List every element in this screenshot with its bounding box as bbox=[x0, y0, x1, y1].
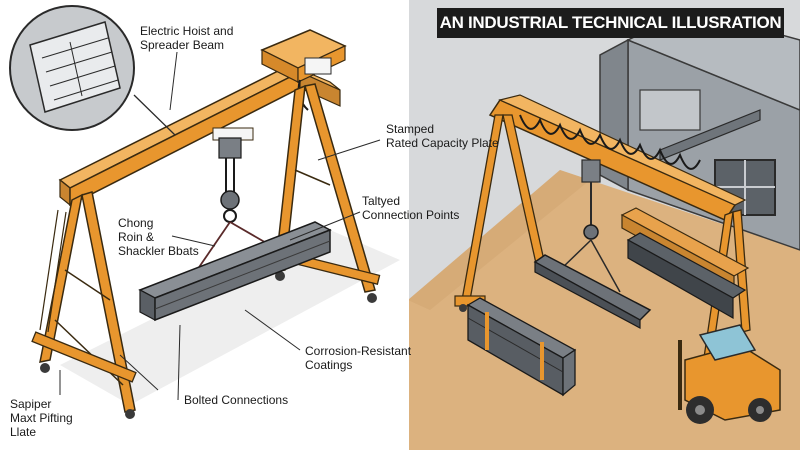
callout-text-line: Stamped bbox=[386, 122, 435, 136]
forklift bbox=[678, 324, 781, 424]
callout-rated-capacity-plate: Stamped Rated Capacity Plate bbox=[386, 122, 499, 150]
left-panel-scene bbox=[9, 5, 400, 419]
callout-text-line: Bolted Connections bbox=[184, 393, 289, 407]
callout-text-line: Roin & bbox=[118, 230, 155, 244]
right-panel-scene bbox=[408, 0, 800, 450]
callout-text-line: Shackler Bbats bbox=[118, 244, 199, 258]
callout-text-line: Taltyed bbox=[362, 194, 401, 208]
callout-corrosion-resistant-coatings: Corrosion-Resistant Coatings bbox=[305, 344, 411, 372]
steel-beam-load bbox=[138, 221, 332, 322]
callout-leader-lines bbox=[59, 51, 381, 401]
hoist-trolley bbox=[260, 29, 347, 111]
rated-capacity-plate-inset bbox=[9, 5, 176, 136]
callout-electric-hoist: Electric Hoist and Spreader Beam bbox=[140, 24, 233, 52]
callout-text-line: Spreader Beam bbox=[140, 38, 225, 52]
callout-bolted-connections: Bolted Connections bbox=[184, 393, 288, 407]
callout-text-line: Connection Points bbox=[362, 208, 460, 222]
callout-text-line: Corrosion-Resistant bbox=[305, 344, 412, 358]
callout-text-line: Maxt Pifting bbox=[10, 411, 73, 425]
callout-text-line: Llate bbox=[10, 425, 37, 439]
illustration-title-banner: AN INDUSTRIAL TECHNICAL ILLUSRATION bbox=[437, 8, 784, 38]
callout-connection-points: Taltyed Connection Points bbox=[362, 194, 459, 222]
callout-text-line: Electric Hoist and bbox=[140, 24, 234, 38]
right-gantry-crane bbox=[454, 94, 751, 406]
steel-beam-stack bbox=[466, 207, 750, 397]
callout-text-line: Rated Capacity Plate bbox=[386, 136, 499, 150]
callout-text-line: Sapiper bbox=[10, 397, 52, 411]
callout-lifting-plate: Sapiper Maxt Pifting Llate bbox=[10, 397, 73, 439]
callout-chain-and-shackles: Chong Roin & Shackler Bbats bbox=[118, 216, 199, 258]
callout-text-line: Coatings bbox=[305, 358, 353, 372]
callout-text-line: Chong bbox=[118, 216, 154, 230]
